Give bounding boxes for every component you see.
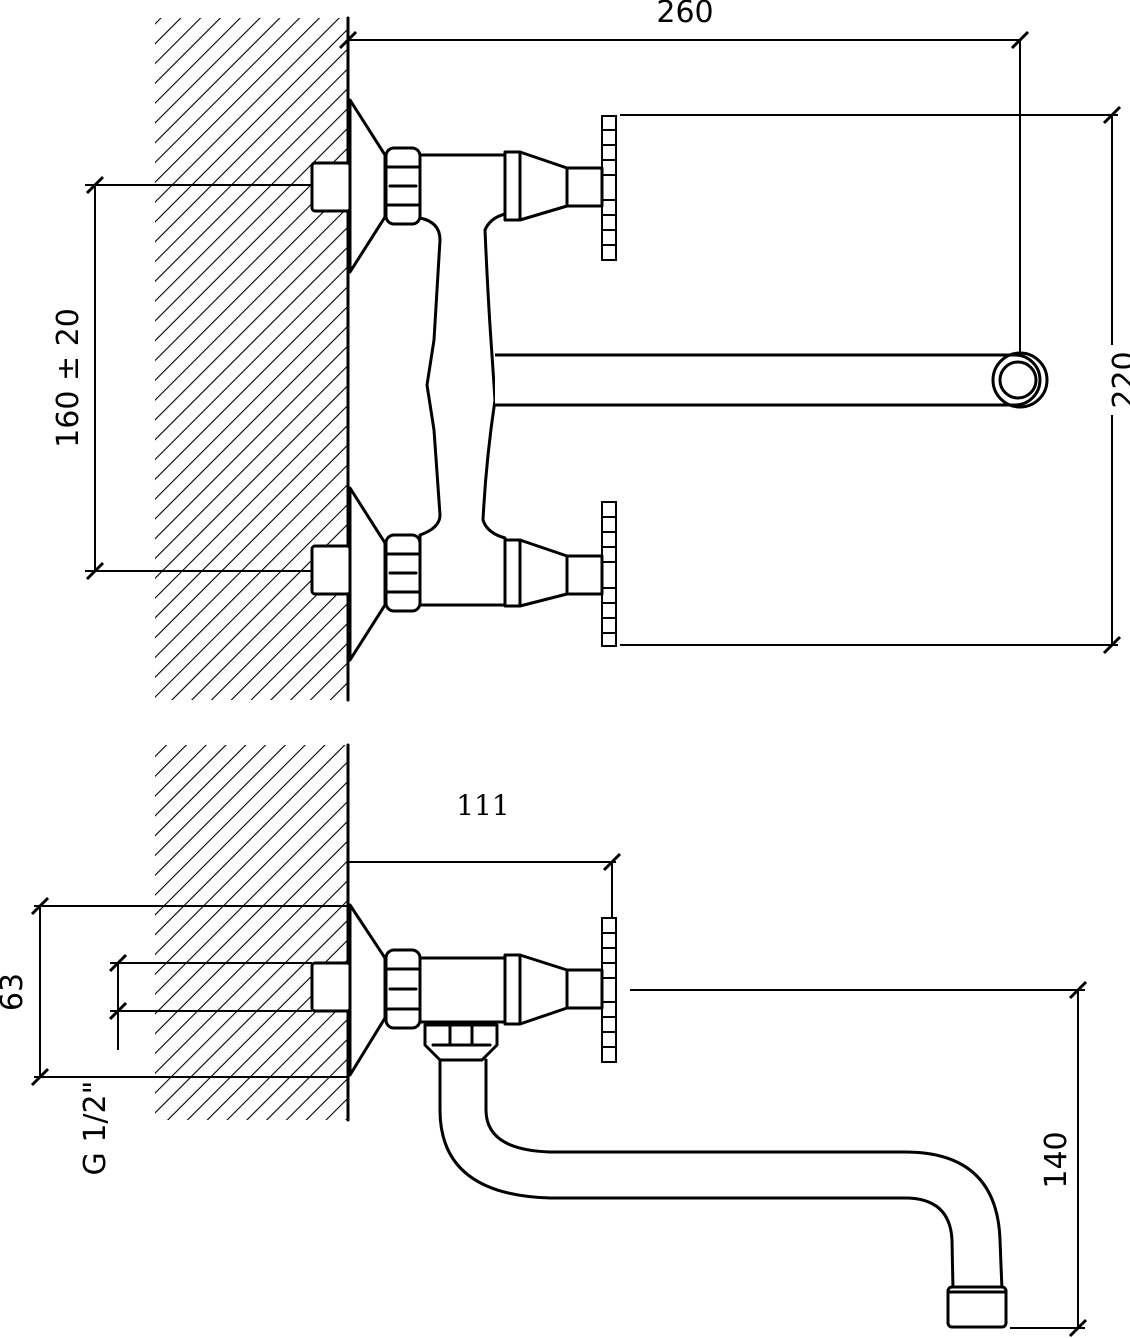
valve-cone-upper: [503, 150, 569, 222]
handle-lower: [601, 501, 617, 647]
dim-111: 111: [348, 789, 622, 918]
wall-hatch-top: [155, 18, 348, 700]
top-view: 260 220 160 ± 20: [51, 0, 1130, 702]
spout-swivel-nut: [423, 1023, 499, 1062]
dim-140: 140: [630, 980, 1088, 1338]
side-handle: [601, 917, 617, 1063]
side-spout: [438, 1058, 1008, 1329]
handle-upper: [601, 115, 617, 261]
side-inlet: [310, 903, 422, 1077]
dim-260-label: 260: [656, 0, 713, 30]
dim-63-label: 63: [0, 973, 30, 1011]
dim-220-label: 220: [1107, 351, 1130, 408]
dim-63: 63: [0, 896, 348, 1087]
upper-inlet: [310, 98, 422, 274]
side-valve-cone: [503, 953, 604, 1026]
valve-cone-lower: [503, 538, 569, 608]
dim-220: 220: [620, 105, 1130, 655]
dim-thread: G 1/2": [78, 953, 312, 1176]
dim-160-label: 160 ± 20: [51, 308, 86, 448]
side-view: 111 63 G 1/2" 140: [0, 743, 1088, 1338]
lower-inlet: [310, 486, 422, 662]
spout-top: [495, 351, 1049, 409]
dim-thread-label: G 1/2": [78, 1081, 113, 1176]
dim-140-label: 140: [1039, 1131, 1074, 1188]
spindle-upper: [565, 166, 604, 208]
side-body: [418, 956, 507, 1024]
dim-160: 160 ± 20: [51, 175, 312, 581]
dim-111-label: 111: [456, 789, 509, 822]
wall-hatch-bottom: [155, 745, 348, 1120]
dim-260: 260: [338, 0, 1030, 355]
mixer-body: [418, 153, 507, 607]
spindle-lower: [565, 554, 604, 596]
